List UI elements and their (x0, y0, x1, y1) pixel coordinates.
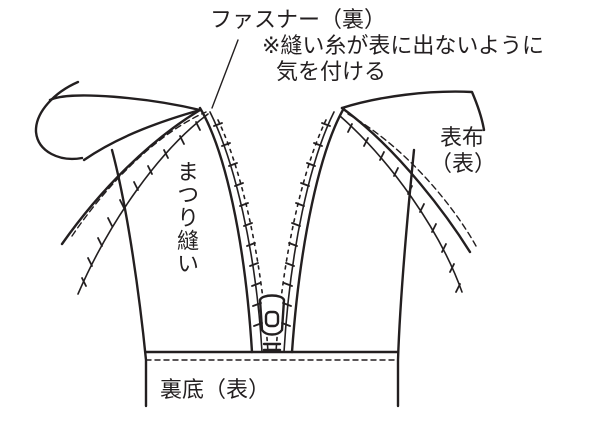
stitch-marks-left-flap (81, 121, 201, 287)
stitch-marks-right-zipper (281, 122, 331, 327)
note-line-1: ※縫い糸が表に出ないように (262, 34, 544, 59)
left-flap-top-curl (34, 80, 84, 161)
right-blindstitch-line (339, 115, 463, 293)
zipper-right-teeth (275, 119, 327, 353)
stitch-marks-group (81, 121, 461, 327)
blind-stitch-label: まつり縫い (173, 160, 198, 275)
zipper-left-tape-outer (198, 106, 254, 354)
note-line-2: 気を付ける (276, 60, 387, 85)
stitch-marks-left-zipper (213, 122, 263, 327)
bag-left-side-line (110, 148, 148, 408)
zipper-left-tape-inner (209, 111, 263, 353)
outer-fabric-label-2: （表） (430, 152, 497, 177)
right-flap-fold-edge (340, 106, 472, 254)
left-flap-inner-curve (82, 108, 202, 162)
zipper-label: ファスナー（裏） (210, 8, 387, 33)
outer-fabric-label-1: 表布 (440, 126, 485, 151)
bottom-lining-label: 裏底（表） (160, 378, 271, 403)
zipper-slider (258, 294, 286, 336)
zipper-right-tape-outer (290, 106, 346, 354)
zipper-left-teeth (217, 119, 269, 353)
left-flap-fold-edge (60, 108, 202, 246)
left-flap-outer-edge (48, 94, 202, 112)
left-dashed-seam (71, 111, 207, 237)
right-flap-top-edge (340, 90, 486, 132)
zipper-right-tape-inner (283, 111, 335, 353)
right-dashed-seam (347, 113, 477, 247)
bag-right-side-line (396, 148, 416, 408)
zipper-leader-line (211, 39, 239, 109)
zipper-pull-tab (264, 310, 280, 328)
stitch-marks-right-flap (347, 123, 461, 293)
